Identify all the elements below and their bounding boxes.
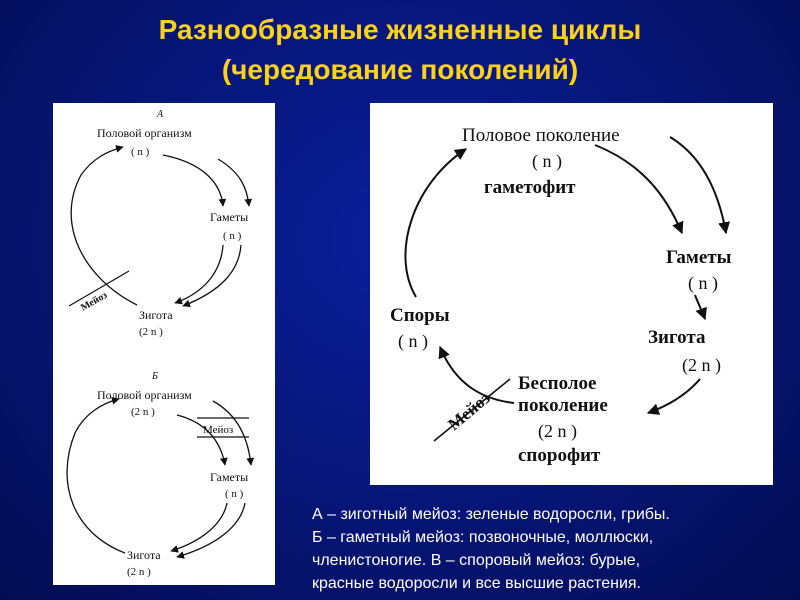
diagram-c-arrow-to-generation bbox=[404, 148, 468, 298]
diagram-a-arrow-to-gametes-2 bbox=[217, 158, 253, 207]
diagram-a-gametes: Гаметы bbox=[210, 210, 248, 224]
diagram-a-sexual-organism: Половой организм bbox=[97, 126, 192, 140]
diagram-b-zygote: Зигота bbox=[127, 548, 161, 562]
caption-line-2: Б – гаметный мейоз: позвоночные, моллюск… bbox=[312, 529, 654, 546]
title-line-1: Разнообразные жизненные циклы bbox=[158, 14, 642, 45]
diagram-c-arrow-to-gametes-1 bbox=[594, 144, 684, 235]
diagram-a-gametes-ploidy: ( n ) bbox=[223, 230, 242, 242]
diagram-panel-c: Половое поколение ( n ) гаметофит Гаметы… bbox=[370, 103, 773, 485]
diagram-c-svg: Половое поколение ( n ) гаметофит Гаметы… bbox=[390, 125, 732, 466]
caption: А – зиготный мейоз: зеленые водоросли, г… bbox=[312, 503, 792, 595]
diagram-b-arrow-to-zygote-1 bbox=[170, 502, 228, 553]
diagram-c-gametes: Гаметы bbox=[666, 247, 732, 268]
diagram-c-asexual-line-2: поколение bbox=[518, 395, 608, 416]
diagram-b-meiosis-label: Мейоз bbox=[203, 424, 233, 436]
diagram-panel-ab: А Половой организм ( n ) Гаметы ( n ) Зи… bbox=[53, 103, 275, 585]
caption-line-1: А – зиготный мейоз: зеленые водоросли, г… bbox=[312, 506, 670, 523]
diagram-c-sexual-ploidy: ( n ) bbox=[532, 151, 562, 172]
diagram-a-zygote: Зигота bbox=[139, 308, 173, 322]
diagram-a-sexual-ploidy: ( n ) bbox=[131, 146, 150, 158]
diagram-c-spores: Споры bbox=[390, 305, 450, 326]
diagram-c-zygote-ploidy: (2 n ) bbox=[682, 355, 721, 376]
caption-line-3: членистоногие. В – споровый мейоз: бурые… bbox=[312, 552, 641, 569]
diagram-c-asexual-ploidy: (2 n ) bbox=[538, 421, 577, 442]
diagram-c-meiosis-label: Мейоз bbox=[444, 388, 493, 434]
diagram-a-meiosis-label: Мейоз bbox=[79, 290, 109, 314]
diagram-c-meiosis-line bbox=[433, 378, 511, 442]
diagram-c-asexual-line-1: Бесполое bbox=[518, 373, 596, 394]
diagram-a-meiosis-line bbox=[68, 270, 130, 307]
diagram-b-arrow-to-zygote-2 bbox=[176, 502, 246, 559]
diagram-b-label: Б bbox=[151, 371, 158, 382]
diagram-c-arrow-to-asexual bbox=[646, 378, 701, 415]
diagram-b-sexual-ploidy: (2 n ) bbox=[131, 406, 155, 418]
diagram-b-arrow-to-gametes-2 bbox=[212, 400, 255, 466]
diagram-b-sexual-organism: Половой организм bbox=[97, 388, 192, 402]
diagram-b-gametes: Гаметы bbox=[210, 470, 248, 484]
diagram-c-zygote: Зигота bbox=[648, 327, 706, 348]
diagram-c-gametes-ploidy: ( n ) bbox=[688, 273, 718, 294]
diagram-b-gametes-ploidy: ( n ) bbox=[225, 488, 244, 500]
caption-line-4: красные водоросли и все высшие растения. bbox=[312, 575, 641, 592]
diagram-ab-svg: А Половой организм ( n ) Гаметы ( n ) Зи… bbox=[66, 109, 255, 578]
diagram-a-arrow-to-gametes-1 bbox=[162, 154, 227, 207]
diagram-a-arrow-to-zygote-2 bbox=[182, 244, 242, 308]
title-line-2: (чередование поколений) bbox=[221, 54, 579, 85]
diagram-c-arrow-to-zygote bbox=[694, 294, 707, 321]
diagram-c-gametophyte: гаметофит bbox=[484, 177, 576, 198]
diagram-a-arrow-to-zygote-1 bbox=[174, 244, 224, 305]
diagram-c-arrow-to-spores bbox=[438, 345, 515, 404]
diagram-c-sporophyte: спорофит bbox=[518, 445, 601, 466]
diagram-c-arrow-to-gametes-2 bbox=[669, 136, 731, 235]
diagram-b-arrow-to-gametes-1 bbox=[176, 414, 228, 466]
diagram-a-zygote-ploidy: (2 n ) bbox=[139, 326, 163, 338]
diagram-c-spores-ploidy: ( n ) bbox=[398, 331, 428, 352]
diagram-b-zygote-ploidy: (2 n ) bbox=[127, 566, 151, 578]
diagram-a-arrow-to-organism bbox=[70, 145, 138, 306]
slide-title: Разнообразные жизненные циклы (чередован… bbox=[0, 10, 800, 90]
diagram-a-label: А bbox=[156, 109, 164, 120]
diagram-c-sexual-generation: Половое поколение bbox=[462, 125, 620, 146]
diagram-b-arrow-to-organism bbox=[66, 396, 126, 554]
